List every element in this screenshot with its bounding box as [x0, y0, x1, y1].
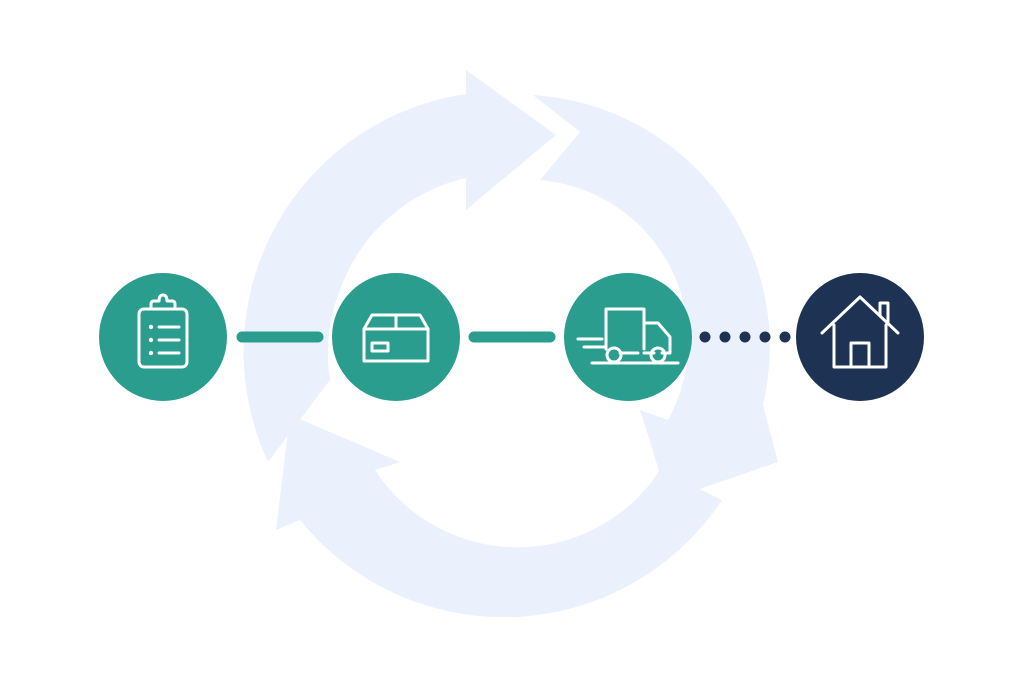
step-packing-circle [332, 273, 460, 401]
connector-dot [759, 331, 771, 343]
step-shipping [564, 273, 692, 401]
connector-shipping-delivered [699, 331, 791, 343]
cycle-arrow-bottom [276, 415, 722, 618]
connectors [236, 331, 791, 343]
clipboard-icon [137, 293, 189, 369]
cycle-arrow-left-tail [243, 275, 340, 462]
box-icon [362, 313, 430, 363]
delivery-truck-icon [576, 307, 680, 365]
connector-dot [779, 331, 791, 343]
step-order [99, 273, 227, 401]
cycle-arrow-right [533, 95, 778, 500]
connector-dot [699, 331, 711, 343]
step-packing [332, 273, 460, 401]
step-delivered-circle [796, 273, 924, 401]
cycle-arrow-top [255, 70, 556, 290]
step-delivered [796, 273, 924, 401]
connector-dot [719, 331, 731, 343]
circular-arrows-cycle-icon [243, 70, 778, 618]
step-order-circle [99, 273, 227, 401]
connector-dot [739, 331, 751, 343]
house-icon [820, 295, 900, 369]
step-shipping-circle [564, 273, 692, 401]
